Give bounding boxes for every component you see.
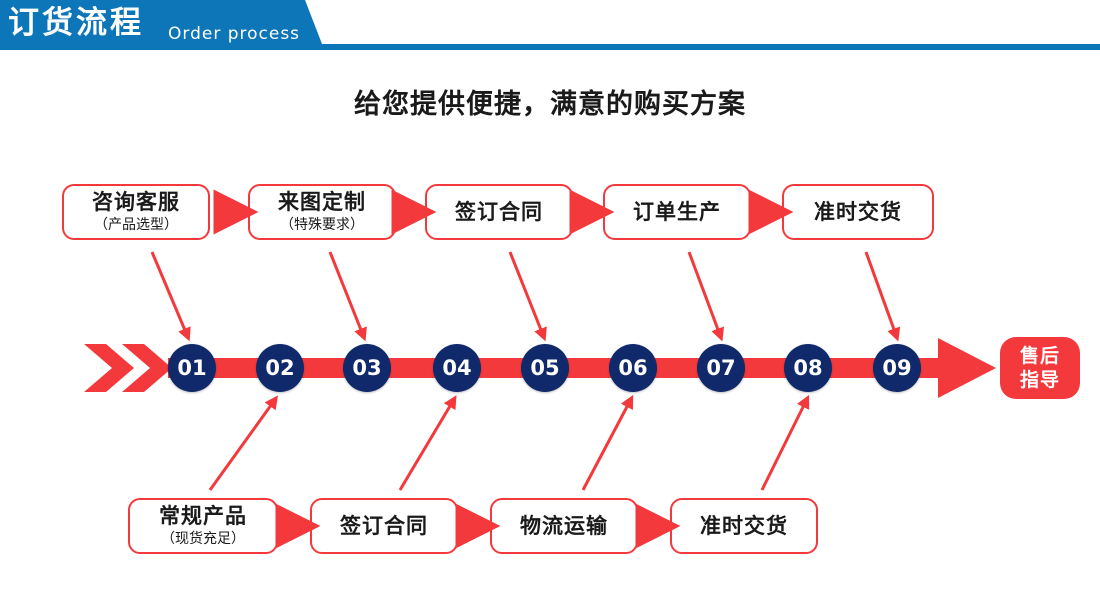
after-sales-line2: 指导 (1019, 369, 1060, 391)
timeline-step-07[interactable]: 07 (697, 344, 745, 392)
after-sales-line1: 售后 (1019, 345, 1060, 367)
top-box-3[interactable]: 签订合同 (425, 184, 573, 240)
top-box-2-line2: （特殊要求） (280, 216, 364, 233)
top-box-3-line1: 签订合同 (455, 199, 543, 224)
timeline-step-03[interactable]: 03 (343, 344, 391, 392)
banner-title-cn: 订货流程 (8, 5, 144, 41)
timeline-step-09[interactable]: 09 (873, 344, 921, 392)
top-box-5[interactable]: 准时交货 (782, 184, 934, 240)
top-box-2-line1: 来图定制 (278, 189, 366, 214)
top-box-1-line2: （产品选型） (94, 216, 178, 233)
bottom-box-1[interactable]: 常规产品 （现货充足） (128, 498, 278, 554)
top-box-4[interactable]: 订单生产 (603, 184, 751, 240)
bottom-box-4[interactable]: 准时交货 (670, 498, 818, 554)
timeline-step-02[interactable]: 02 (256, 344, 304, 392)
top-box-4-line1: 订单生产 (633, 199, 721, 224)
bottom-box-3-line1: 物流运输 (520, 513, 608, 538)
after-sales-badge[interactable]: 售后 指导 (1000, 337, 1080, 399)
top-box-2[interactable]: 来图定制 （特殊要求） (248, 184, 396, 240)
timeline-step-06[interactable]: 06 (609, 344, 657, 392)
bottom-box-1-line1: 常规产品 (159, 503, 247, 528)
bottom-box-4-line1: 准时交货 (700, 513, 788, 538)
bottom-box-2-line1: 签订合同 (340, 513, 428, 538)
timeline-step-04[interactable]: 04 (433, 344, 481, 392)
timeline-step-01[interactable]: 01 (168, 344, 216, 392)
top-box-1-line1: 咨询客服 (92, 189, 180, 214)
timeline-step-08[interactable]: 08 (784, 344, 832, 392)
bottom-box-1-line2: （现货充足） (161, 530, 245, 547)
page-subtitle: 给您提供便捷，满意的购买方案 (354, 89, 746, 120)
top-box-1[interactable]: 咨询客服 （产品选型） (62, 184, 210, 240)
banner-shape (0, 0, 1100, 50)
banner-title-en: Order process (168, 24, 301, 44)
top-box-5-line1: 准时交货 (814, 199, 902, 224)
header-banner: 订货流程 Order process (0, 0, 1100, 52)
timeline-step-05[interactable]: 05 (521, 344, 569, 392)
bottom-box-2[interactable]: 签订合同 (310, 498, 458, 554)
bottom-box-3[interactable]: 物流运输 (490, 498, 638, 554)
chevron-right-icon (84, 344, 172, 392)
timeline-arrow-head (938, 338, 996, 398)
